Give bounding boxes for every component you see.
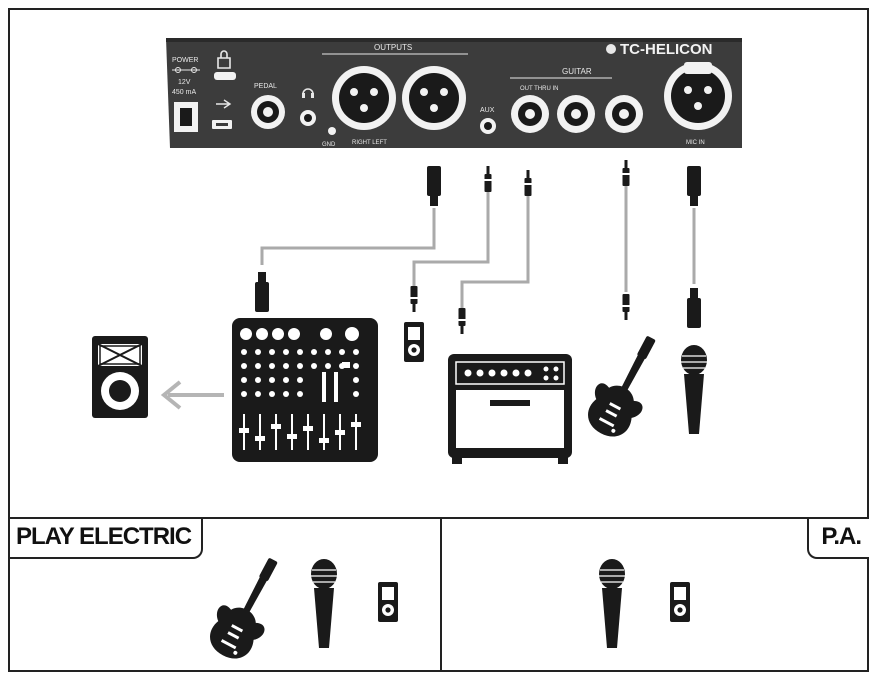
pedal-label: PEDAL: [254, 83, 277, 90]
diagram-frame: [8, 8, 869, 672]
voltage-label: 12V: [178, 79, 191, 86]
pa-microphone: [598, 558, 626, 649]
guitar-label: GUITAR: [562, 67, 592, 76]
brand-logo: TC-HELICON: [620, 41, 713, 58]
pa-mp3-player: [670, 582, 690, 622]
xlr-output-left: [402, 66, 466, 130]
play-electric-guitar: [200, 547, 297, 668]
xlr-plug-mixer: [255, 272, 269, 312]
mixer: [232, 318, 378, 462]
power-label: POWER: [172, 57, 198, 64]
gnd-terminal: [328, 127, 336, 135]
cable-output-to-mixer: [260, 208, 436, 265]
lock-icon: [217, 50, 231, 69]
xlr-output-right: [332, 66, 396, 130]
brand-logo-icon: [606, 44, 616, 54]
play-electric-microphone: [310, 558, 338, 649]
xlr-plug-mic-cable: [687, 288, 701, 328]
current-label: 450 mA: [172, 89, 196, 96]
aux-label: AUX: [480, 107, 495, 114]
mp3-player: [404, 322, 424, 362]
guitar-out-jack: [511, 95, 549, 133]
jack-plug-amp: [458, 308, 466, 334]
guitar-amplifier: [448, 354, 572, 464]
guitar-out-plug: [524, 170, 532, 196]
mic-in-xlr: [664, 62, 732, 130]
aux-plug: [484, 166, 492, 192]
out-thru-in-label: OUT THRU IN: [520, 86, 558, 92]
pa-label: P.A.: [807, 519, 869, 559]
voicelive-device: POWER 12V 450 mA PEDAL GND OUTPUTS: [166, 38, 742, 148]
right-left-label: RIGHT LEFT: [352, 140, 387, 146]
section-split: [440, 517, 442, 672]
xlr-plug-output: [427, 166, 441, 206]
electric-guitar: [578, 325, 675, 446]
guitar-in-jack: [605, 95, 643, 133]
cable-aux-to-player: [412, 192, 490, 286]
cable-guitar-out-to-amp: [460, 196, 530, 308]
jack-plug-player: [410, 286, 418, 312]
section-divider: [8, 517, 869, 519]
cables: [260, 186, 696, 308]
microphone: [680, 344, 708, 435]
usb-icon: [216, 99, 232, 109]
play-electric-label: PLAY ELECTRIC: [10, 519, 204, 559]
guitar-thru-jack: [557, 95, 595, 133]
guitar-in-plug: [622, 160, 630, 186]
play-electric-mp3-player: [378, 582, 398, 622]
gnd-label: GND: [322, 142, 336, 148]
mic-in-label: MIC IN: [686, 140, 705, 146]
pa-speaker: [92, 336, 148, 418]
headphones-icon: [302, 88, 314, 95]
signal-arrow: [160, 380, 224, 410]
jack-plug-guitar: [622, 294, 630, 320]
xlr-plug-mic: [687, 166, 701, 206]
lock-slot: [214, 72, 236, 80]
outputs-label: OUTPUTS: [374, 43, 412, 52]
